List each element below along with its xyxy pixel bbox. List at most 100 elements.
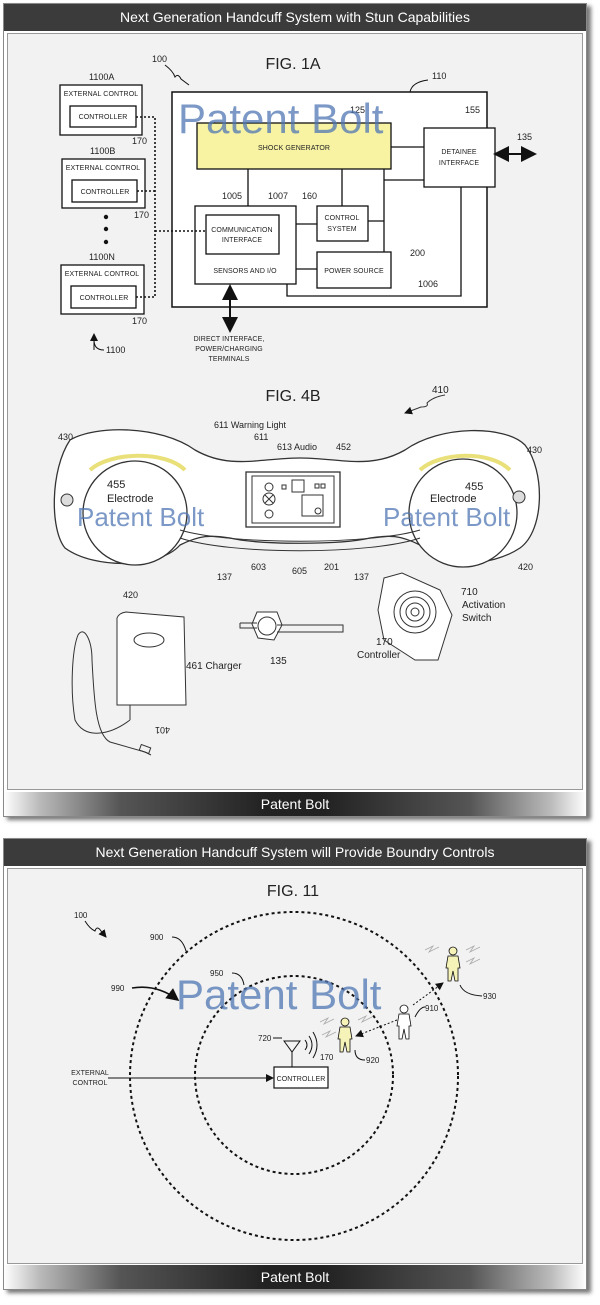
- left-cuff-opening: [82, 460, 188, 566]
- control-label: System: [327, 226, 356, 233]
- charger-label: 461 Charger: [186, 661, 242, 672]
- fig-1a: FIG. 1A 100 110 Shock Generator 125 Deta…: [59, 54, 537, 363]
- ref-label: 170: [376, 637, 393, 648]
- ref-label: 401: [155, 725, 170, 735]
- ref-label: 455: [465, 481, 483, 493]
- power-source-box: [316, 251, 392, 289]
- ref-label: 110: [432, 71, 446, 81]
- right-cuff-opening: [408, 458, 518, 568]
- ref-label: 125: [350, 105, 365, 115]
- ref-label: 950: [210, 969, 224, 978]
- audio-label: 613 Audio: [277, 442, 317, 452]
- fig-title: FIG. 4B: [265, 388, 320, 405]
- external-control-a: External Control Controller 1100A 170: [59, 72, 147, 146]
- fig-4b: FIG. 4B 410 611 Warning Light 611 613 Au…: [53, 385, 542, 756]
- charger: [71, 611, 187, 756]
- detainee-label: Interface: [439, 160, 479, 167]
- wireless-link: [136, 116, 206, 298]
- watermark: Patent Bolt: [178, 95, 384, 142]
- detainee-label: Detainee: [441, 149, 477, 156]
- ref-arrow: [164, 64, 190, 86]
- ref-label: 603: [251, 562, 266, 572]
- ref-label: 1007: [268, 191, 288, 201]
- person-920: [337, 1017, 353, 1053]
- ref-label: 100: [74, 911, 88, 920]
- ref-label: 920: [366, 1056, 380, 1065]
- shock-generator-box: [196, 122, 392, 170]
- ref-label: 135: [270, 656, 287, 667]
- comm-interface-box: [205, 214, 280, 255]
- ref-label: 137: [217, 572, 232, 582]
- ref-label: 155: [465, 105, 480, 115]
- controller-box: [273, 1066, 329, 1089]
- external-control-b: External Control Controller 1100B 170: [61, 146, 149, 220]
- warning-light-label: 611 Warning Light: [214, 420, 287, 430]
- detainee-interface-box: [423, 127, 496, 188]
- shock-generator-label: Shock Generator: [258, 145, 330, 152]
- svg-text:1100A: 1100A: [89, 72, 114, 82]
- direct-interface-label: Direct Interface,: [194, 336, 265, 343]
- external-control-label: Control: [73, 1080, 108, 1087]
- direct-interface-label: Power/Charging: [195, 346, 263, 353]
- fig-11: FIG. 11 100 900 950 990 720 Controller 1…: [71, 883, 497, 1241]
- ref-label: 910: [425, 1004, 439, 1013]
- ref-label: 900: [150, 933, 164, 942]
- person-910: [396, 1004, 412, 1040]
- key: [239, 611, 344, 641]
- person-930: [445, 946, 461, 982]
- fig-title: FIG. 1A: [265, 56, 320, 73]
- svg-text:Controller: Controller: [81, 189, 130, 196]
- antenna-icon: [273, 1037, 301, 1067]
- direct-interface-label: Terminals: [209, 356, 250, 363]
- panel-footer: Patent Bolt: [4, 1265, 586, 1289]
- svg-text:170: 170: [134, 210, 149, 220]
- control-panel: [245, 471, 341, 528]
- external-control-label: External: [71, 1070, 109, 1077]
- ref-label: 160: [302, 191, 317, 201]
- comm-label: Communication: [211, 227, 272, 234]
- control-label: Control: [325, 215, 360, 222]
- ref-label: 420: [123, 590, 138, 600]
- panel-title: Next Generation Handcuff System with Stu…: [4, 4, 586, 31]
- svg-text:External Control: External Control: [66, 165, 140, 172]
- ref-label: 720: [258, 1034, 272, 1043]
- fig-title: FIG. 11: [267, 883, 319, 900]
- inner-boundary-950: [194, 975, 394, 1175]
- comm-label: Interface: [222, 237, 262, 244]
- svg-text:Controller: Controller: [79, 114, 128, 121]
- ref-label: 430: [527, 445, 542, 455]
- controller-label: Controller: [357, 650, 401, 661]
- ref-label: 100: [152, 54, 167, 64]
- panel-footer: Patent Bolt: [4, 792, 586, 816]
- ref-label: 1005: [222, 191, 242, 201]
- svg-text:1100B: 1100B: [90, 146, 115, 156]
- control-system-box: [316, 205, 369, 242]
- ref-label: 710: [461, 587, 478, 598]
- ref-label: 430: [58, 432, 73, 442]
- ref-label: 605: [292, 566, 307, 576]
- sensors-label: Sensors and I/O: [213, 268, 277, 275]
- svg-text:170: 170: [132, 316, 147, 326]
- ref-label: 135: [517, 132, 532, 142]
- ref-label: 410: [432, 385, 449, 396]
- ref-label: 201: [324, 562, 339, 572]
- watermark: Patent Bolt: [77, 502, 205, 532]
- ref-label: 420: [518, 562, 533, 572]
- ref-label: 930: [483, 992, 497, 1001]
- svg-text:External Control: External Control: [64, 91, 138, 98]
- ref-label: 611: [254, 432, 268, 442]
- panel-title: Next Generation Handcuff System will Pro…: [4, 839, 586, 866]
- ref-label: 137: [354, 572, 369, 582]
- ref-label: 1006: [418, 279, 438, 289]
- ref-label: 170: [320, 1053, 334, 1062]
- ref-label: 455: [107, 479, 125, 491]
- electrode-label: Electrode: [430, 493, 476, 505]
- watermark: Patent Bolt: [383, 502, 511, 532]
- switch-label: Switch: [462, 613, 491, 624]
- ref-label: 990: [111, 984, 125, 993]
- external-control-n: External Control Controller 1100N 170: [60, 252, 147, 326]
- svg-text:External Control: External Control: [65, 271, 139, 278]
- electrode-label: Electrode: [107, 493, 153, 505]
- ref-label: 1100: [106, 345, 125, 355]
